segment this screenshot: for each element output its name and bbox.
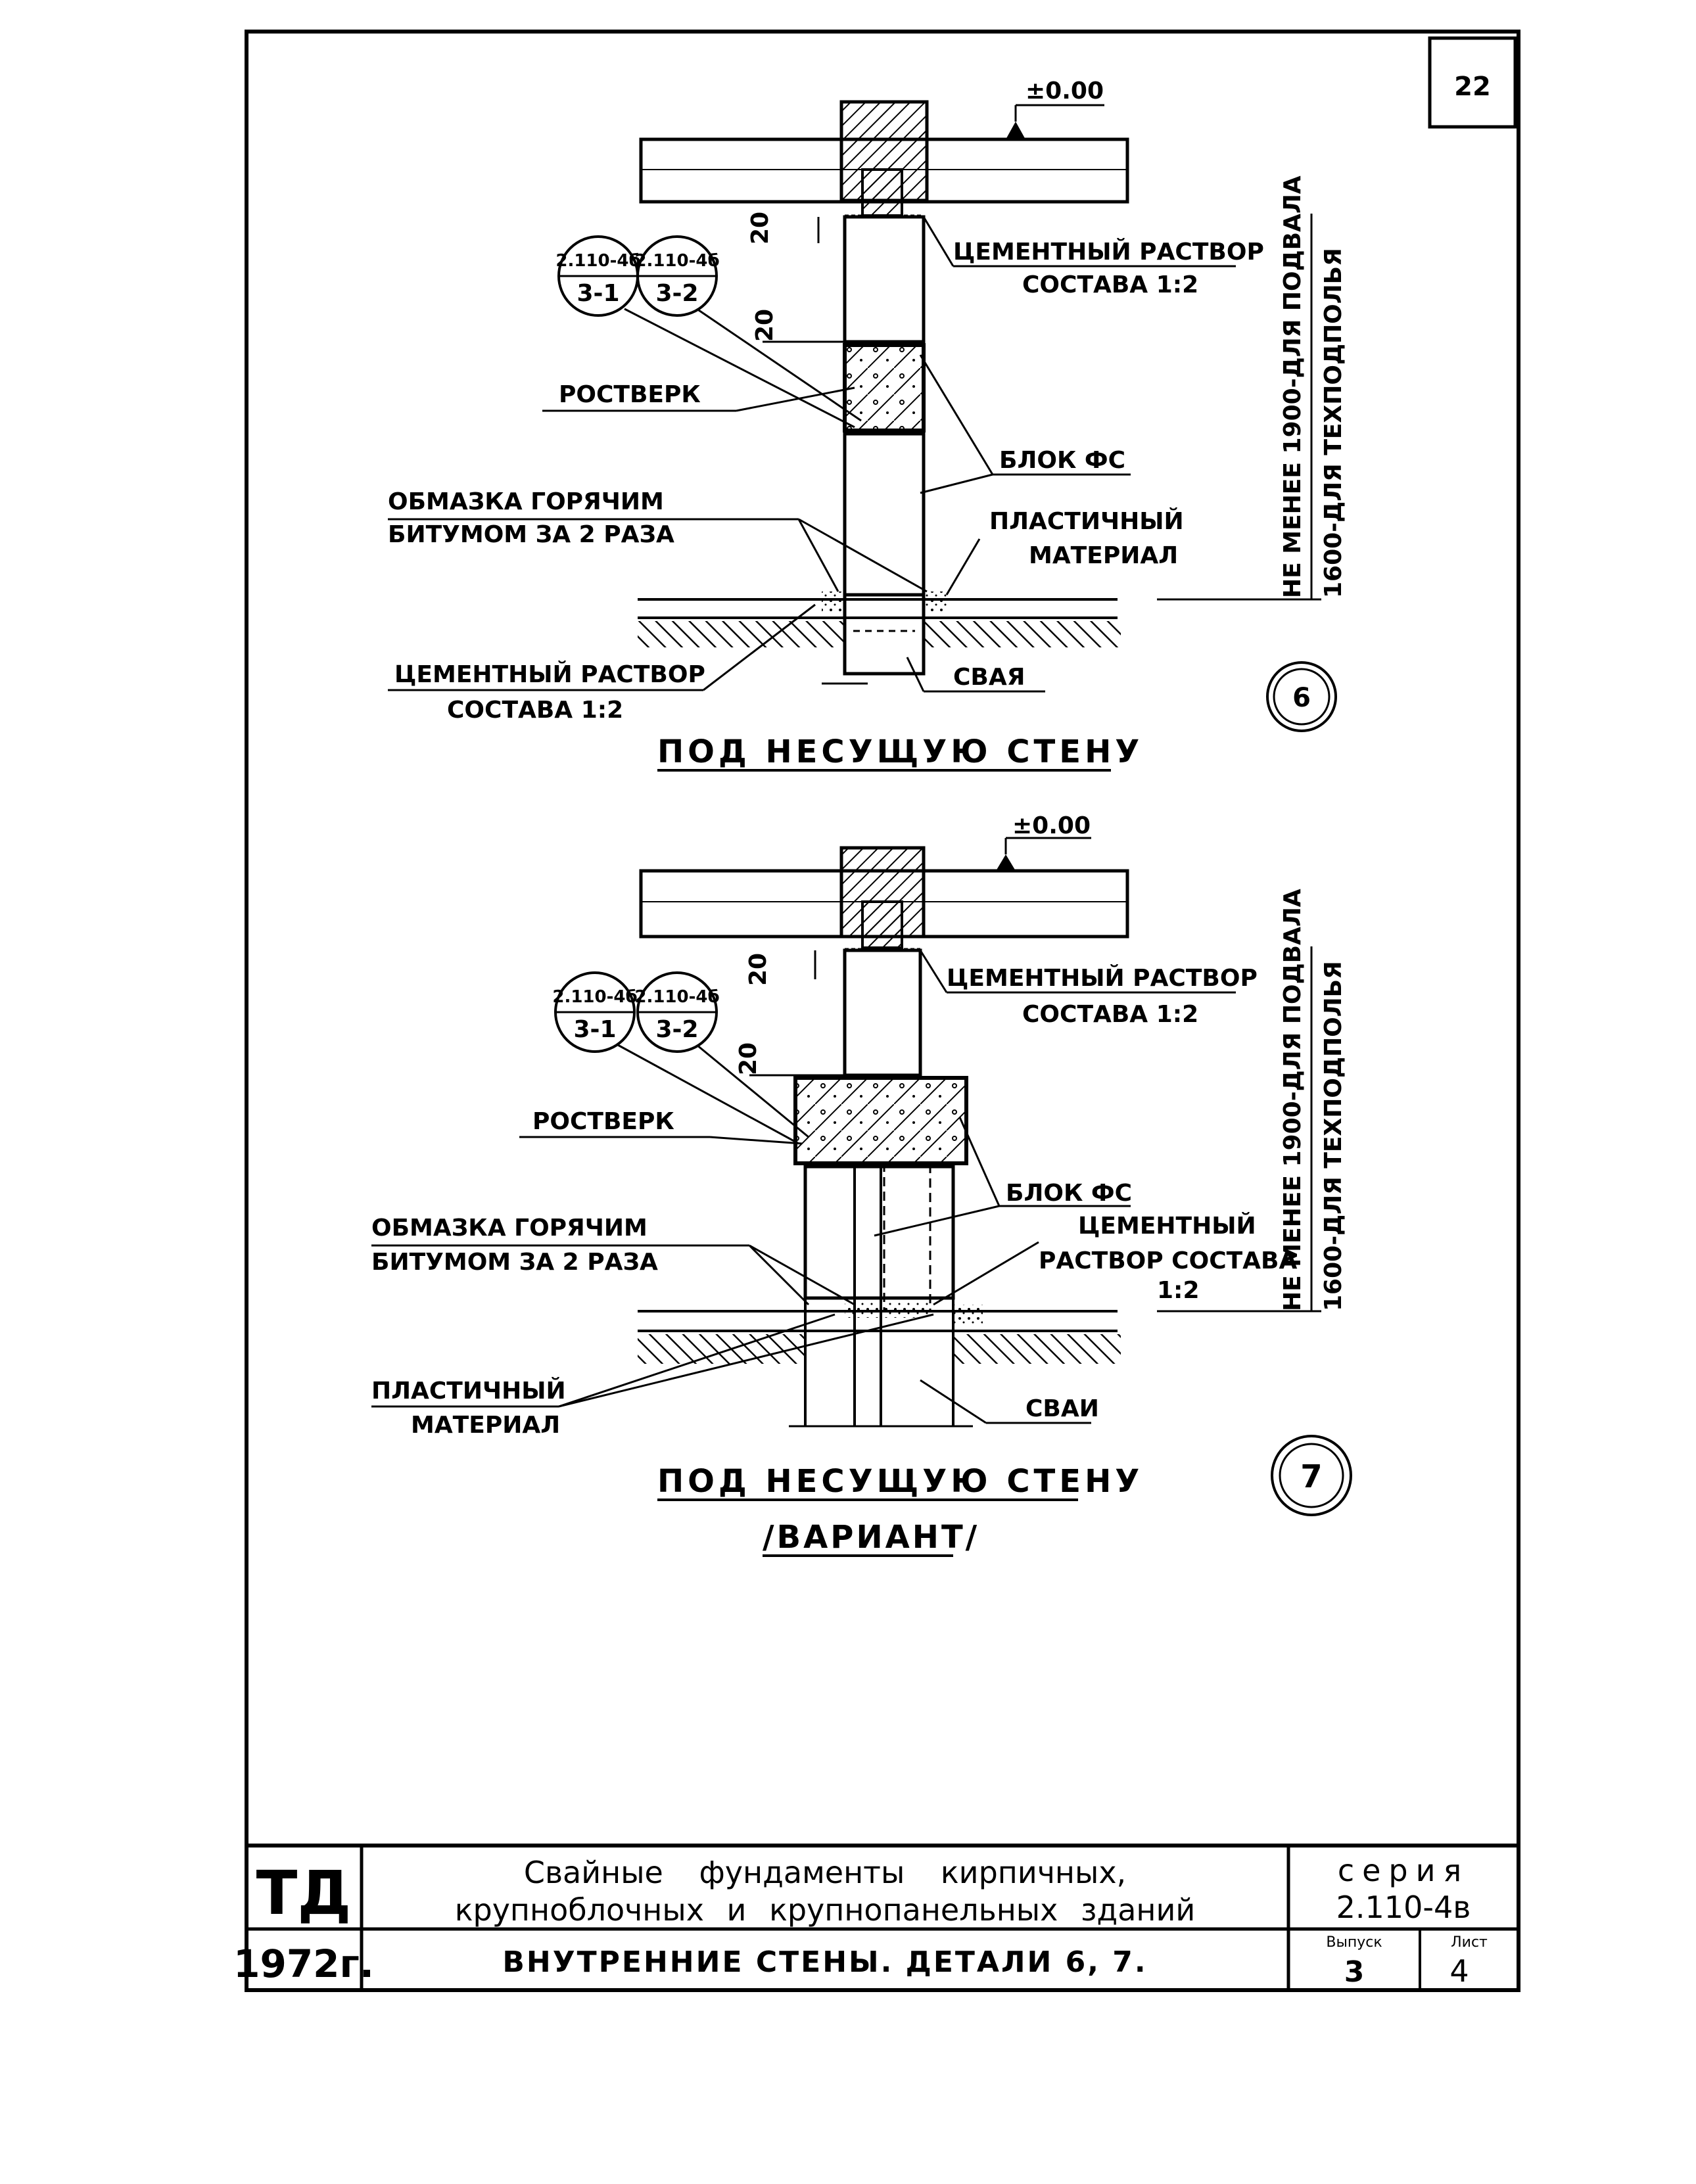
label-blok: БЛОК ФС (999, 447, 1125, 474)
label-cement-2b: СОСТАВА 1:2 (447, 697, 623, 724)
vertical-note-2: 1600-ДЛЯ ТЕХПОДПОЛЬЯ (1320, 961, 1347, 1311)
ground (638, 1334, 805, 1364)
label-cement-2a: ЦЕМЕНТНЫЙ (1078, 1212, 1256, 1240)
stamp-title-1: Свайные фундаменты кирпичных, (524, 1855, 1126, 1890)
label-cement-1: ЦЕМЕНТНЫЙ РАСТВОР (953, 238, 1264, 266)
dim-20-top: 20 (747, 212, 774, 244)
label-cement-2: ЦЕМЕНТНЫЙ РАСТВОР (394, 661, 705, 688)
label-rostverk: РОСТВЕРК (532, 1108, 674, 1135)
dim-20-mid: 20 (735, 1042, 762, 1075)
label-svai: СВАИ (1025, 1395, 1099, 1422)
label-obmazka-1: ОБМАЗКА ГОРЯЧИМ (388, 488, 664, 515)
stamp-series-label: серия (1338, 1853, 1469, 1888)
label-obmazka-1: ОБМАЗКА ГОРЯЧИМ (371, 1215, 648, 1242)
dim-20-mid: 20 (751, 309, 778, 342)
block-fs-upper (843, 948, 922, 1077)
label-cement-1b: СОСТАВА 1:2 (1022, 1001, 1198, 1028)
label-obmazka-2: БИТУМОМ ЗА 2 РАЗА (388, 521, 674, 548)
detail-6: ±0.00 20 20 2.110-4б 3-1 (388, 78, 1347, 772)
svg-text:2.110-4б: 2.110-4б (552, 987, 637, 1007)
stamp-vypusk-value: 3 (1344, 1955, 1365, 1989)
vertical-note-1: НЕ МЕНЕЕ 1900-ДЛЯ ПОДВАЛА (1279, 889, 1306, 1311)
label-obmazka-2: БИТУМОМ ЗА 2 РАЗА (371, 1249, 658, 1276)
title-block: ТД 1972г. Свайные фундаменты кирпичных, … (233, 1844, 1519, 1990)
block-fs-lower (803, 1165, 955, 1300)
stamp-title-2: крупноблочных и крупнопанельных зданий (455, 1892, 1196, 1928)
stamp-subtitle: ВНУТРЕННИЕ СТЕНЫ. ДЕТАЛИ 6, 7. (502, 1945, 1147, 1979)
detail-number: 6 (1292, 683, 1311, 713)
label-svaya: СВАЯ (953, 664, 1025, 691)
label-plastic-2: МАТЕРИАЛ (411, 1412, 560, 1439)
dim-20-top: 20 (745, 953, 772, 986)
svg-text:3-2: 3-2 (655, 280, 698, 307)
section-ref-3-2: 2.110-4б 3-2 (634, 971, 720, 1053)
pile (843, 593, 926, 676)
svg-text:3-1: 3-1 (577, 280, 619, 307)
svg-text:3-2: 3-2 (655, 1016, 698, 1043)
stamp-td: ТД (256, 1858, 352, 1928)
rostverk (843, 343, 926, 432)
level-mark: ±0.00 (1025, 78, 1104, 105)
ground (638, 621, 845, 647)
label-blok: БЛОК ФС (1006, 1180, 1132, 1207)
label-rostverk: РОСТВЕРК (559, 381, 701, 408)
section-ref-3-1: 2.110-4б 3-1 (552, 971, 638, 1053)
detail-7: ±0.00 20 20 2.110-4б 3-1 2.110-4б (371, 812, 1352, 1557)
level-mark: ±0.00 (1012, 812, 1091, 839)
caption: ПОД НЕСУЩУЮ СТЕНУ (657, 733, 1143, 770)
stamp-list-value: 4 (1449, 1953, 1469, 1989)
caption-variant: /ВАРИАНТ/ (763, 1519, 979, 1556)
stamp-vypusk-label: Выпуск (1326, 1934, 1382, 1951)
detail-number-circle (1266, 661, 1337, 732)
vertical-note-1: НЕ МЕНЕЕ 1900-ДЛЯ ПОДВАЛА (1279, 175, 1306, 598)
label-plastic-2: МАТЕРИАЛ (1029, 542, 1178, 569)
svg-text:2.110-4б: 2.110-4б (555, 251, 640, 271)
stamp-list-label: Лист (1451, 1934, 1488, 1951)
stamp-year: 1972г. (233, 1941, 374, 1986)
svg-text:3-1: 3-1 (573, 1016, 616, 1043)
section-ref-3-1: 2.110-4б 3-1 (555, 235, 641, 317)
sheet-frame (245, 30, 1520, 1992)
page-number: 22 (1454, 72, 1491, 102)
block-fs-lower (843, 432, 926, 597)
label-cement-2c: 1:2 (1157, 1277, 1200, 1304)
stamp-series-value: 2.110-4в (1336, 1890, 1471, 1925)
label-cement-2b: РАСТВОР СОСТАВА (1039, 1247, 1297, 1274)
page-number-box (1428, 36, 1517, 129)
vertical-note-2: 1600-ДЛЯ ТЕХПОДПОЛЬЯ (1320, 248, 1347, 598)
svg-text:2.110-4б: 2.110-4б (634, 251, 719, 271)
rostverk (793, 1076, 968, 1165)
section-ref-3-2: 2.110-4б 3-2 (634, 235, 720, 317)
label-plastic-1: ПЛАСТИЧНЫЙ (989, 507, 1184, 535)
label-cement-1b: СОСТАВА 1:2 (1022, 271, 1198, 298)
detail-number-circle (1271, 1435, 1352, 1516)
caption: ПОД НЕСУЩУЮ СТЕНУ (657, 1463, 1143, 1500)
block-fs-upper (843, 215, 926, 344)
label-plastic-1: ПЛАСТИЧНЫЙ (371, 1377, 566, 1405)
label-cement-1: ЦЕМЕНТНЫЙ РАСТВОР (947, 964, 1258, 992)
svg-text:2.110-4б: 2.110-4б (634, 987, 719, 1007)
detail-number: 7 (1300, 1458, 1322, 1495)
